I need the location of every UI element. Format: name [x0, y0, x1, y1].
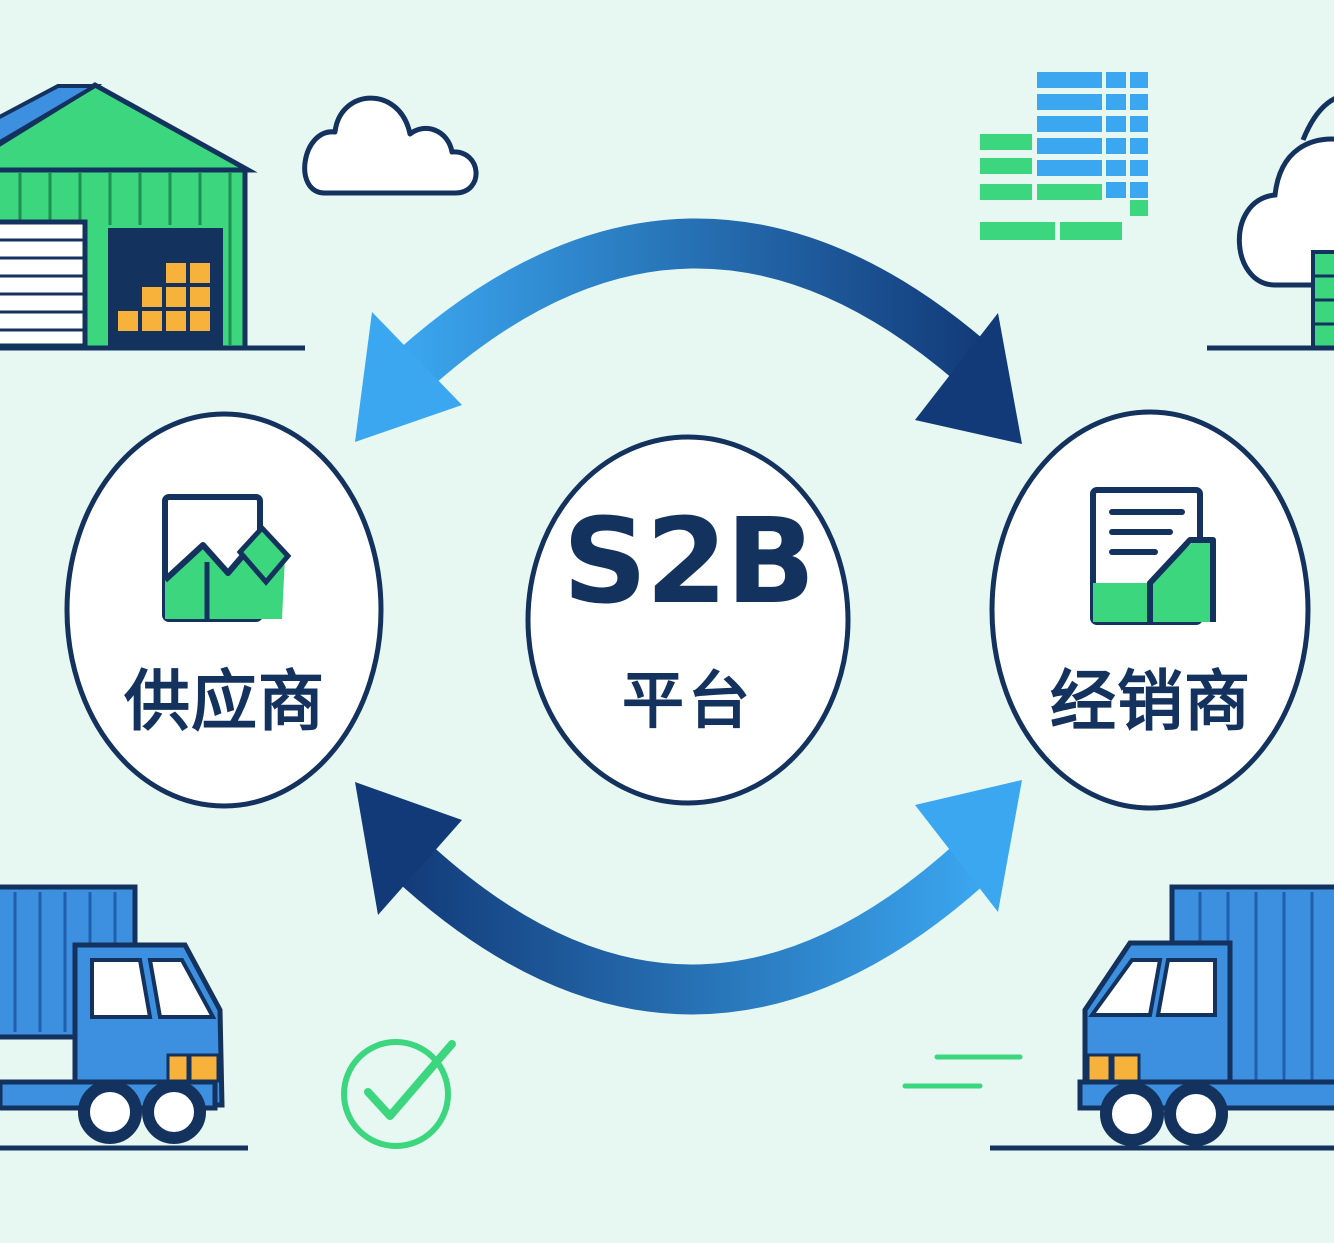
check-icon: [341, 1039, 456, 1149]
left-truck-icon: [0, 884, 248, 1151]
right-truck-icon: [990, 884, 1334, 1151]
supplier-label: 供应商: [124, 663, 325, 740]
cloud-icon: [302, 95, 479, 196]
platform-subtitle: 平台: [621, 664, 754, 737]
platform-title: S2B: [562, 492, 815, 630]
bottom-arrow: [355, 780, 1022, 1015]
platform-node: [525, 434, 851, 806]
warehouse-icon: [0, 82, 305, 351]
distributor-label: 经销商: [1050, 663, 1251, 740]
data-grid-icon: [980, 72, 1148, 240]
chart-card-icon: [162, 494, 292, 622]
cloud-server-icon: [1207, 96, 1334, 351]
speed-lines-icon: [902, 1054, 1023, 1089]
document-icon: [1090, 487, 1216, 625]
top-arrow: [355, 218, 1022, 444]
